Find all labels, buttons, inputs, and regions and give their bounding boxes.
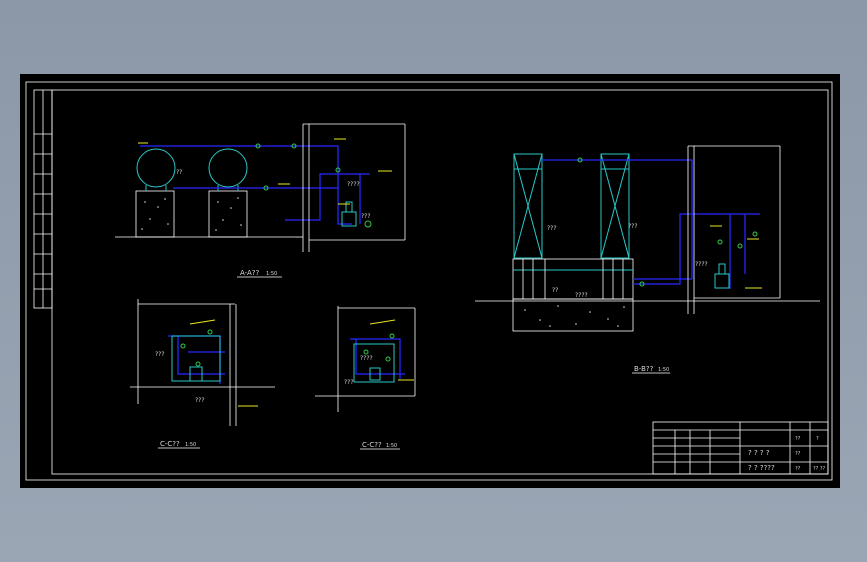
aa-label-qqqq: ???? [347,181,360,188]
section-bb: ?? ??? ???? ??? ???? B-B?? 1:50 [475,145,820,374]
inner-border [51,89,829,475]
aa-section-scale: 1:50 [266,271,277,277]
title-block: ? ? ? ? ? ? ???? ?? ?? ?? ? ?? ?? [652,421,829,475]
dd-label-qqqq: ???? [360,355,373,362]
dd-section-scale: 1:50 [386,443,397,449]
section-dd: ???? ??? C-C?? 1:50 [315,306,416,450]
bb-label-qqq: ??? [628,223,638,230]
title-block-cell-c: ?? [795,466,801,472]
cc-label-qqq: ??? [155,351,165,358]
aa-label-qq: ?? [176,169,182,176]
bb-label-qqq-left: ??? [547,225,557,232]
revision-strip [33,89,53,309]
bb-label-qqqq: ???? [575,292,588,299]
drawing-sheet[interactable]: ?? ???? ??? A-A?? 1:50 [20,74,840,488]
dd-section-title: C-C?? [362,441,382,449]
section-aa: ?? ???? ??? A-A?? 1:50 [115,123,406,278]
dd-label-qqq: ??? [344,379,354,386]
aa-label-qqq: ??? [361,213,371,220]
bb-section-scale: 1:50 [658,367,669,373]
cc-section-title: C-C?? [160,440,180,448]
cad-drawing[interactable]: ?? ???? ??? A-A?? 1:50 [20,74,840,488]
cc-section-scale: 1:50 [185,442,196,448]
cc-label-qqq2: ??? [195,397,205,404]
title-block-scale: ? [816,436,819,442]
title-block-sheet-no: ?? ?? [813,466,826,472]
bb-section-title: B-B?? [634,365,654,373]
title-block-name-bottom: ? ? ???? [748,464,775,472]
title-block-name-top: ? ? ? ? [748,449,770,457]
aa-section-title: A-A?? [240,269,260,277]
title-block-cell-a: ?? [795,436,801,442]
outer-frame [25,81,833,481]
bb-label-pump: ???? [695,261,708,268]
section-cc: ??? ??? C-C?? 1:50 [130,299,275,449]
bb-label-qq: ?? [552,287,558,294]
title-block-cell-b: ?? [795,451,801,457]
